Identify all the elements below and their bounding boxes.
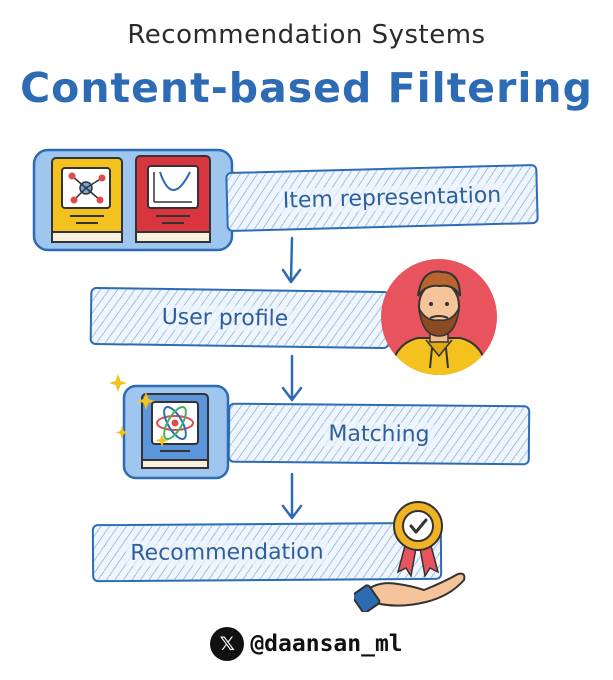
arrow-down-icon xyxy=(281,354,303,402)
step-label: Item representation xyxy=(278,182,506,214)
user-avatar-icon xyxy=(381,259,497,375)
books-icon xyxy=(32,148,234,252)
x-logo-icon: 𝕏 xyxy=(210,627,245,661)
step-user-profile: User profile xyxy=(89,286,391,350)
page-title: Content-based Filtering xyxy=(20,64,593,112)
step-label: User profile xyxy=(157,304,293,332)
atom-book-icon xyxy=(109,374,230,480)
step-matching: Matching xyxy=(227,402,531,466)
subtitle: Recommendation Systems xyxy=(127,20,486,50)
social-handle[interactable]: @daansan_ml xyxy=(250,631,403,657)
step-label: Matching xyxy=(324,421,434,447)
step-item-representation: Item representation xyxy=(225,163,539,233)
award-hand-icon xyxy=(354,501,466,612)
step-label: Recommendation xyxy=(126,539,328,566)
arrow-down-icon xyxy=(281,472,303,520)
footer: 𝕏 @daansan_ml xyxy=(0,627,613,661)
arrow-down-icon xyxy=(281,236,302,284)
